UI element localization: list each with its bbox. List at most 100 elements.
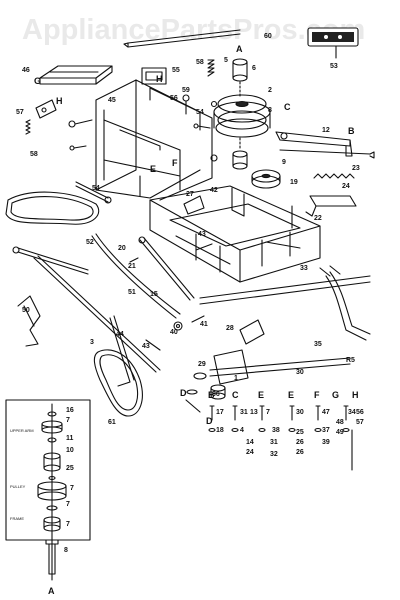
part-24-spring bbox=[313, 173, 355, 179]
label-43: 43 bbox=[198, 231, 206, 238]
label-58-top: 58 bbox=[196, 59, 204, 66]
label-35: 35 bbox=[314, 341, 322, 348]
bolt-label-12: 26 bbox=[296, 439, 304, 446]
label-15-left: 15 bbox=[150, 291, 158, 298]
stack-label-8: 8 bbox=[64, 547, 68, 554]
assembly-legend-box bbox=[5, 399, 91, 581]
label-59: 59 bbox=[182, 87, 190, 94]
part-22-bracket bbox=[305, 195, 357, 217]
part-28-29-36-bushings bbox=[185, 372, 226, 413]
bolt-rows bbox=[208, 405, 353, 471]
letter-E2: E bbox=[258, 390, 264, 400]
part-12-arm bbox=[275, 131, 353, 157]
part-51-rod bbox=[91, 233, 181, 319]
label-23: 23 bbox=[352, 165, 360, 172]
part-46-bracket bbox=[39, 65, 113, 85]
part-8-pulley bbox=[213, 94, 271, 138]
letter-C-top: C bbox=[284, 102, 291, 112]
label-3: 3 bbox=[90, 339, 94, 346]
stack-label-7c: 7 bbox=[66, 501, 70, 508]
part-52-rod bbox=[12, 246, 89, 275]
label-40: 40 bbox=[170, 329, 178, 336]
part-6-bushing bbox=[232, 58, 248, 82]
label-50: 50 bbox=[22, 307, 30, 314]
letter-B-top: B bbox=[348, 126, 355, 136]
part-62-belt bbox=[5, 191, 100, 225]
bolt-label-10: 34 bbox=[348, 409, 356, 416]
letter-F-mid: F bbox=[172, 158, 178, 168]
label-20: 20 bbox=[118, 245, 126, 252]
label-9: 9 bbox=[282, 159, 286, 166]
label-24: 24 bbox=[342, 183, 350, 190]
bolt-label-17: 48 bbox=[336, 419, 344, 426]
label-1: 1 bbox=[234, 375, 238, 382]
bolt-label-9: 47 bbox=[322, 409, 330, 416]
part-58-spring bbox=[25, 119, 31, 135]
label-12: 12 bbox=[322, 127, 330, 134]
label-51: 51 bbox=[128, 289, 136, 296]
bolt-label-13: 37 bbox=[322, 427, 330, 434]
letter-A-stack: A bbox=[48, 586, 55, 596]
letter-B: B bbox=[208, 390, 215, 400]
letter-F: F bbox=[314, 390, 320, 400]
stack-label-25: 25 bbox=[66, 465, 74, 472]
bolt-label-11: 25 bbox=[296, 429, 304, 436]
letter-H-left: H bbox=[56, 96, 63, 106]
stack-label-11: 11 bbox=[66, 435, 74, 442]
label-29: 29 bbox=[198, 361, 206, 368]
label-57: 57 bbox=[16, 109, 24, 116]
label-42: 42 bbox=[210, 187, 218, 194]
part-3-long-rod bbox=[33, 255, 161, 373]
label-55: 55 bbox=[172, 67, 180, 74]
letter-H: H bbox=[352, 390, 359, 400]
label-5: 5 bbox=[224, 57, 228, 64]
part-54-link bbox=[75, 181, 112, 204]
bolt-label-4: 4 bbox=[240, 427, 244, 434]
label-54b: 54 bbox=[196, 109, 204, 116]
bolt-label-14: 31 bbox=[270, 439, 278, 446]
letter-G-top: G bbox=[34, 76, 41, 86]
stack-label-10: 10 bbox=[66, 447, 74, 454]
part-57-bracket bbox=[35, 99, 57, 119]
bolt-label-6: 38 bbox=[272, 427, 280, 434]
label-28: 28 bbox=[226, 325, 234, 332]
part-right-handle-bar bbox=[325, 271, 371, 341]
label-36: 36 bbox=[212, 391, 220, 398]
part-50-bracket bbox=[17, 295, 41, 347]
part-19-idler-pulley bbox=[251, 169, 281, 189]
part-53-plate bbox=[307, 27, 359, 59]
letter-D-low: D bbox=[206, 416, 213, 426]
label-44: 44 bbox=[116, 331, 124, 338]
letter-D: D bbox=[180, 388, 187, 398]
frame-bolts bbox=[68, 94, 218, 162]
letter-C: C bbox=[232, 390, 239, 400]
part-30-lower-bar bbox=[209, 349, 351, 385]
part-60-rod bbox=[123, 29, 241, 48]
bolt-label-20: 57 bbox=[356, 419, 364, 426]
label-19: 19 bbox=[290, 179, 298, 186]
bolt-label-16: 32 bbox=[270, 451, 278, 458]
label-r5: R5 bbox=[346, 357, 355, 364]
label-53: 53 bbox=[330, 63, 338, 70]
legend-pulley: PULLEY bbox=[10, 484, 26, 489]
part-23-rod bbox=[279, 149, 375, 159]
legend-frame: FRAME bbox=[10, 516, 24, 521]
label-33: 33 bbox=[300, 265, 308, 272]
label-60: 60 bbox=[264, 33, 272, 40]
label-2: 2 bbox=[268, 87, 272, 94]
bolt-label-22: 24 bbox=[246, 449, 254, 456]
label-30: 30 bbox=[296, 369, 304, 376]
bolt-label-5: 14 bbox=[246, 439, 254, 446]
callout-labels: 46 55 56 57 58 58 59 60 53 5 6 2 8 9 12 … bbox=[10, 33, 364, 596]
label-46: 46 bbox=[22, 67, 30, 74]
label-41: 41 bbox=[200, 321, 208, 328]
bolt-label-15: 39 bbox=[322, 439, 330, 446]
part-35-crossbar bbox=[199, 265, 371, 305]
label-58: 58 bbox=[30, 151, 38, 158]
label-52: 52 bbox=[86, 239, 94, 246]
stack-label-7d: 7 bbox=[66, 521, 70, 528]
legend-upper-arm: UPPER ARM bbox=[10, 428, 34, 433]
part-58-spring-top bbox=[207, 59, 215, 77]
